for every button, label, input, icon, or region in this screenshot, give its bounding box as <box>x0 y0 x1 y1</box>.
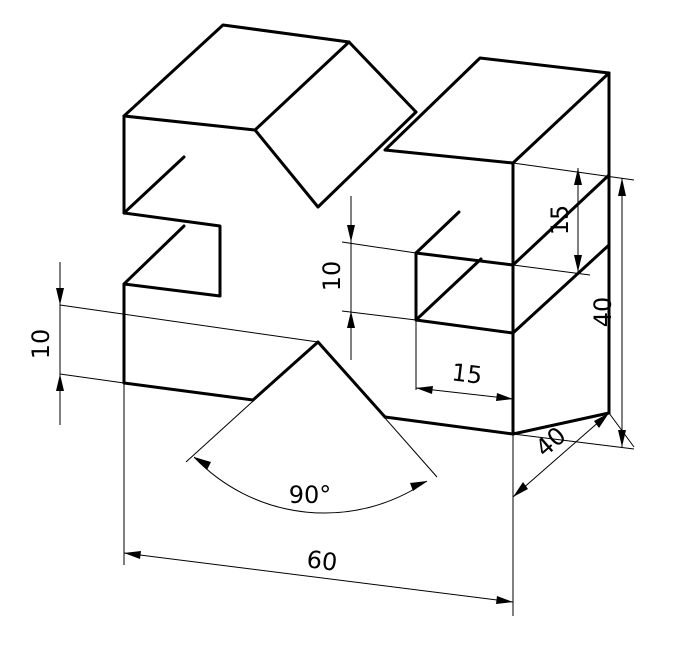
dim-slot-height-left: 10 <box>27 329 55 360</box>
right-slot <box>414 251 515 335</box>
v-groove-upper <box>253 110 418 209</box>
dim-width: 60 <box>305 545 339 577</box>
dim-step-height: 15 <box>546 205 574 236</box>
dim-slot-height-mid: 10 <box>318 261 346 292</box>
dim-total-height: 40 <box>589 297 617 328</box>
dim-v-angle: 90° <box>289 481 332 509</box>
part-outline <box>122 23 611 436</box>
left-front-face <box>122 114 255 402</box>
v-groove-lower <box>251 340 387 419</box>
dimension-lines <box>59 162 635 616</box>
left-top-face <box>122 23 351 132</box>
dim-slot-depth: 15 <box>450 358 484 390</box>
arrowheads <box>56 168 626 604</box>
right-top-face <box>383 56 611 165</box>
